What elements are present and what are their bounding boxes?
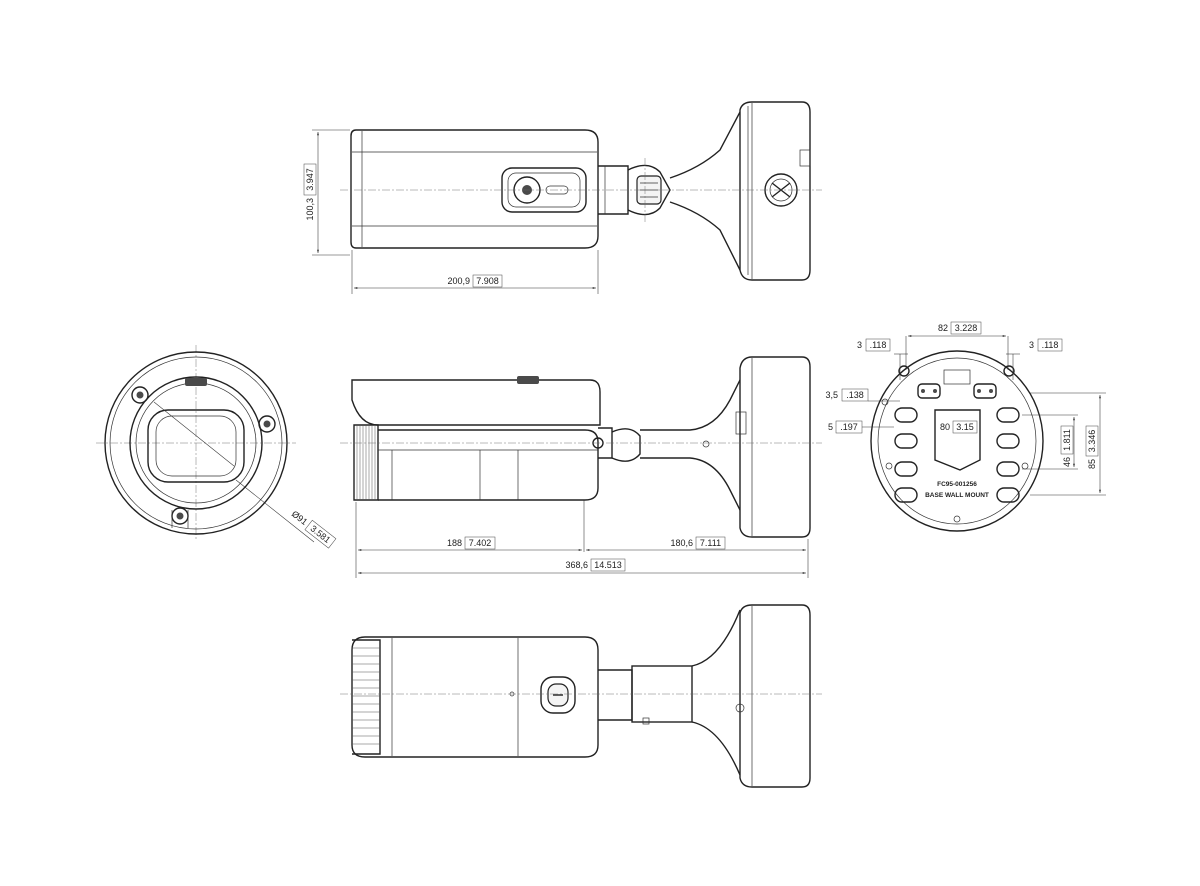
dim-top-length-inch: 7.908 — [476, 276, 499, 286]
dim-base-inner-width-inch: 3.15 — [956, 422, 974, 432]
dim-base-hole-side-inch: .197 — [840, 422, 858, 432]
dim-base-left-offset-inch: .118 — [870, 340, 887, 350]
dim-front-diameter-mm: Ø91 — [290, 509, 310, 527]
dim-top-height-mm: 100,3 — [305, 198, 315, 221]
dim-base-hole-spacing-mm: 46 — [1062, 457, 1072, 467]
dim-base-right-offset-inch: .118 — [1042, 340, 1059, 350]
side-view: 188 7.402 180,6 7.111 368,6 14.513 — [340, 356, 822, 578]
dim-base-right-offset-mm: 3 — [1029, 340, 1034, 350]
dim-side-total-inch: 14.513 — [594, 560, 622, 570]
dim-base-width-inch: 3.228 — [955, 323, 978, 333]
dim-base-inner-width-mm: 80 — [940, 422, 950, 432]
dim-base-height-mm: 85 — [1087, 459, 1097, 469]
dim-side-rear-mm: 180,6 — [670, 538, 693, 548]
dim-base-hole-side-mm: 5 — [828, 422, 833, 432]
dim-top-length-mm: 200,9 — [447, 276, 470, 286]
dim-side-rear-inch: 7.111 — [700, 538, 721, 548]
front-view: Ø91 3.581 — [96, 345, 337, 549]
dim-base-hole-spacing-inch: 1.811 — [1062, 429, 1072, 451]
dim-base-width-mm: 82 — [938, 323, 948, 333]
dim-base-left-offset-mm: 3 — [857, 340, 862, 350]
base-plate-label: BASE WALL MOUNT — [925, 492, 989, 499]
dim-base-hole-top-mm: 3,5 — [825, 390, 838, 400]
top-view: 100,3 3.947 200,9 7.908 — [303, 101, 822, 294]
dim-side-front-inch: 7.402 — [469, 538, 492, 548]
dim-side-total-mm: 368,6 — [565, 560, 588, 570]
base-plate-view: FC95-001256 BASE WALL MOUNT 82 3.228 3 .… — [825, 321, 1106, 532]
base-plate-part-number: FC95-001256 — [937, 481, 977, 488]
dim-base-height-inch: 3.346 — [1087, 430, 1097, 453]
dim-base-hole-top-inch: .138 — [846, 390, 864, 400]
dim-top-height-inch: 3.947 — [305, 168, 315, 191]
dim-side-front-mm: 188 — [447, 538, 462, 548]
bottom-view — [340, 604, 822, 788]
